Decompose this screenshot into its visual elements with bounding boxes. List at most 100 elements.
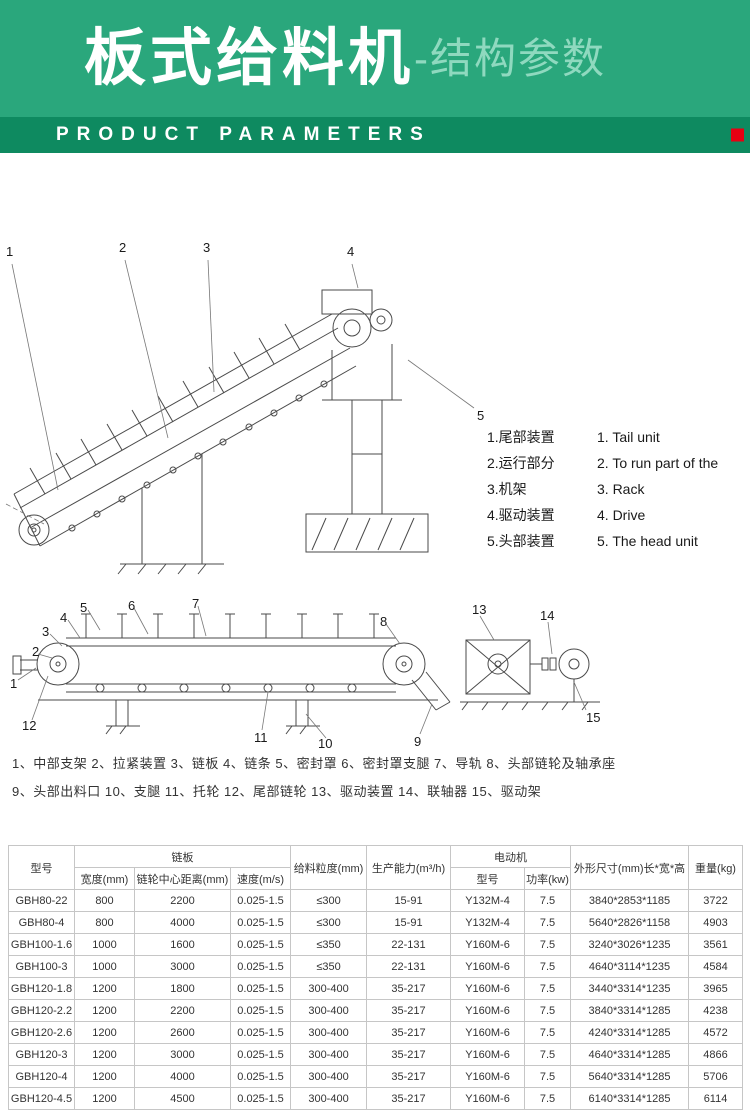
drive-assembly (460, 639, 600, 711)
red-accent-square (731, 128, 744, 142)
spec-table-cell: 0.025-1.5 (229, 1021, 292, 1044)
spec-table-cell: 35-217 (366, 999, 452, 1022)
spec-table-cell: 0.025-1.5 (229, 1087, 292, 1110)
spec-table-cell: 35-217 (366, 1065, 452, 1088)
spec-table-cell: 1200 (74, 1087, 135, 1110)
trough-body (12, 613, 451, 735)
inclined-feeder-diagram: 1 2 3 4 5 (5, 240, 484, 575)
spec-table-cell: 7.5 (524, 1087, 572, 1110)
spec-table-cell: ≤300 (290, 889, 368, 912)
callout-d2-13: 13 (472, 602, 486, 617)
spec-table-cell: Y160M-6 (450, 977, 526, 1000)
parts-caption-line2: 9、头部出料口 10、支腿 11、托轮 12、尾部链轮 13、驱动装置 14、联… (12, 784, 542, 799)
callout-d2-6: 6 (128, 598, 135, 613)
legend-en: 5. The head unit (597, 533, 698, 549)
legend-en: 3. Rack (597, 481, 645, 497)
spec-table-cell: 0.025-1.5 (229, 999, 292, 1022)
col-width: 宽度(mm) (74, 867, 135, 890)
spec-table-head: 型号 链板 给料粒度(mm) 生产能力(m³/h) 电动机 外形尺寸(mm)长*… (8, 845, 744, 890)
col-group-motor: 电动机 (450, 845, 572, 868)
spec-table-cell: Y160M-6 (450, 933, 526, 956)
diagram1-legend: 1.尾部装置 1. Tail unit 2.运行部分 2. To run par… (487, 424, 718, 554)
spec-table-wrap: 型号 链板 给料粒度(mm) 生产能力(m³/h) 电动机 外形尺寸(mm)长*… (8, 845, 744, 1110)
spec-table-cell: 0.025-1.5 (229, 889, 292, 912)
spec-table-cell: 1200 (74, 999, 135, 1022)
spec-table-cell: 2200 (134, 889, 231, 912)
spec-table-cell: GBH80-22 (8, 889, 75, 912)
callout-d2-8: 8 (380, 614, 387, 629)
callout-d1-5: 5 (477, 408, 484, 423)
callout-d2-3: 3 (42, 624, 49, 639)
banner: 板式给料机 -结构参数 PRODUCT PARAMETERS (0, 0, 750, 153)
spec-table-cell: 3965 (688, 977, 744, 1000)
spec-table-cell: 7.5 (524, 1021, 572, 1044)
spec-table-cell: 300-400 (290, 977, 368, 1000)
callout-d2-15: 15 (586, 710, 600, 725)
spec-table-cell: 35-217 (366, 977, 452, 1000)
spec-table-cell: 300-400 (290, 1021, 368, 1044)
spec-table-cell: 4903 (688, 911, 744, 934)
spec-table-cell: GBH100-1.6 (8, 933, 75, 956)
legend-item: 5.头部装置 5. The head unit (487, 528, 718, 554)
callout-d1-3: 3 (203, 240, 210, 255)
spec-table-cell: 35-217 (366, 1021, 452, 1044)
spec-table-cell: 6114 (688, 1087, 744, 1110)
spec-table-cell: 0.025-1.5 (229, 911, 292, 934)
spec-table-cell: 4584 (688, 955, 744, 978)
callout-d2-12: 12 (22, 718, 36, 733)
pedestal-and-supports (117, 400, 429, 575)
spec-table-cell: 15-91 (366, 889, 452, 912)
spec-table-cell: 4238 (688, 999, 744, 1022)
spec-table-cell: Y160M-6 (450, 1087, 526, 1110)
spec-table-cell: 7.5 (524, 1065, 572, 1088)
spec-table-cell: 300-400 (290, 1065, 368, 1088)
legend-item: 3.机架 3. Rack (487, 476, 718, 502)
spec-table-cell: 1000 (74, 933, 135, 956)
spec-table-cell: 0.025-1.5 (229, 933, 292, 956)
spec-table-cell: 3440*3314*1235 (570, 977, 690, 1000)
spec-table-cell: 7.5 (524, 955, 572, 978)
spec-table-cell: 4000 (134, 911, 231, 934)
spec-table-cell: 2600 (134, 1021, 231, 1044)
callout-d1-2: 2 (119, 240, 126, 255)
spec-table-cell: 4240*3314*1285 (570, 1021, 690, 1044)
spec-table-cell: 4866 (688, 1043, 744, 1066)
legend-item: 4.驱动装置 4. Drive (487, 502, 718, 528)
col-center-distance: 链轮中心距离(mm) (134, 867, 231, 890)
spec-table-cell: 0.025-1.5 (229, 1065, 292, 1088)
spec-table-cell: 22-131 (366, 955, 452, 978)
spec-table-cell: 4000 (134, 1065, 231, 1088)
legend-item: 2.运行部分 2. To run part of the (487, 450, 718, 476)
spec-table-cell: 6140*3314*1285 (570, 1087, 690, 1110)
spec-table-cell: 4640*3314*1285 (570, 1043, 690, 1066)
spec-table-cell: 300-400 (290, 1043, 368, 1066)
col-weight: 重量(kg) (688, 845, 744, 890)
col-motor-model: 型号 (450, 867, 526, 890)
spec-table-cell: 3240*3026*1235 (570, 933, 690, 956)
spec-table-cell: 1000 (74, 955, 135, 978)
spec-table-cell: 1200 (74, 977, 135, 1000)
spec-table-cell: 15-91 (366, 911, 452, 934)
spec-table-cell: 3561 (688, 933, 744, 956)
spec-table-cell: 4500 (134, 1087, 231, 1110)
diagram2-leaders (17, 605, 587, 739)
spec-table-cell: GBH120-1.8 (8, 977, 75, 1000)
col-feed-size: 给料粒度(mm) (290, 845, 368, 890)
callout-d2-10: 10 (318, 736, 332, 748)
legend-en: 4. Drive (597, 507, 646, 523)
callout-d2-7: 7 (192, 598, 199, 611)
spec-table-cell: 1200 (74, 1043, 135, 1066)
product-parameters-label: PRODUCT PARAMETERS (56, 124, 431, 145)
legend-zh: 5.头部装置 (487, 533, 555, 549)
callout-d2-4: 4 (60, 610, 67, 625)
spec-table-cell: 1200 (74, 1021, 135, 1044)
spec-table-cell: 800 (74, 911, 135, 934)
spec-table-cell: 22-131 (366, 933, 452, 956)
callout-d2-2: 2 (32, 644, 39, 659)
spec-table-cell: 5706 (688, 1065, 744, 1088)
spec-table-cell: 7.5 (524, 977, 572, 1000)
